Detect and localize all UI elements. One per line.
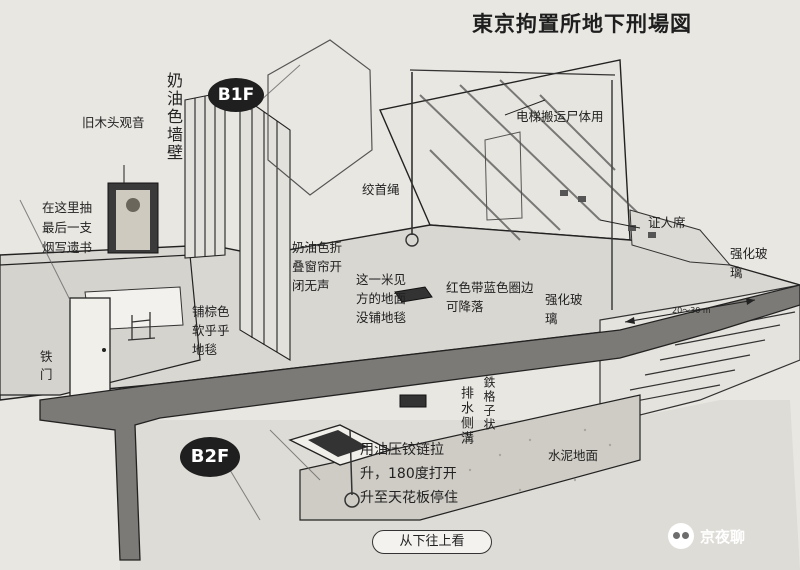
label-distance: 20～30 m — [672, 306, 711, 315]
trapdoor — [394, 286, 433, 303]
walkway-band — [39, 284, 800, 561]
b2f-label: B2F — [190, 446, 230, 467]
ceiling-hexagon — [267, 39, 373, 196]
label-red-edge: 红色带蓝色圈边可降落 — [446, 280, 534, 314]
label-iron-door: 铁门 — [40, 349, 53, 382]
chair — [127, 312, 156, 341]
label-grate: 鉄格子状 — [482, 376, 496, 432]
b1f-label: B1F — [217, 85, 255, 105]
wechat-icon — [668, 523, 694, 549]
label-trapdoor-note: 这一米见方的地面没铺地毯 — [356, 272, 407, 325]
label-wall: 奶油色墙壁 — [164, 72, 183, 162]
label-concrete: 水泥地面 — [548, 448, 599, 463]
watermark-text: 京夜聊 — [700, 527, 746, 546]
label-witness: 证人席 — [648, 215, 686, 230]
b1f-badge: B1F — [208, 78, 264, 112]
drain-grate — [399, 394, 427, 408]
witness-seats — [560, 190, 656, 238]
label-cigarette: 在这里抽最后一支烟写遗书 — [42, 200, 93, 255]
label-hydraulic: 用油压铰链拉升，180度打开升至天花板停住 — [360, 442, 458, 506]
label-glass-right: 强化玻璃 — [730, 246, 768, 280]
concrete-speckles — [453, 428, 612, 502]
b2f-badge: B2F — [180, 437, 240, 477]
diagram-title: 東京拘置所地下刑場図 — [472, 12, 692, 36]
label-carpet: 铺棕色软乎乎地毯 — [192, 304, 230, 357]
b2-floor — [299, 394, 641, 521]
elevator-door — [484, 131, 523, 221]
label-glass-center: 强化玻璃 — [545, 292, 583, 326]
viewing-direction-label: 从下往上看 — [372, 530, 492, 554]
label-elevator: 电梯搬运尸体用 — [516, 109, 604, 124]
label-curtain: 奶油色折叠窗帘开闭无声 — [292, 240, 343, 293]
iron-door-shape — [69, 297, 111, 399]
glass-hatching — [419, 79, 641, 241]
watermark: 京夜聊 — [668, 523, 745, 549]
witness-area — [629, 209, 732, 266]
label-buddha: 旧木头观音 — [82, 115, 145, 130]
folding-curtain — [184, 91, 291, 361]
label-drain: 排水侧溝 — [458, 386, 473, 446]
label-noose: 绞首绳 — [362, 182, 400, 197]
